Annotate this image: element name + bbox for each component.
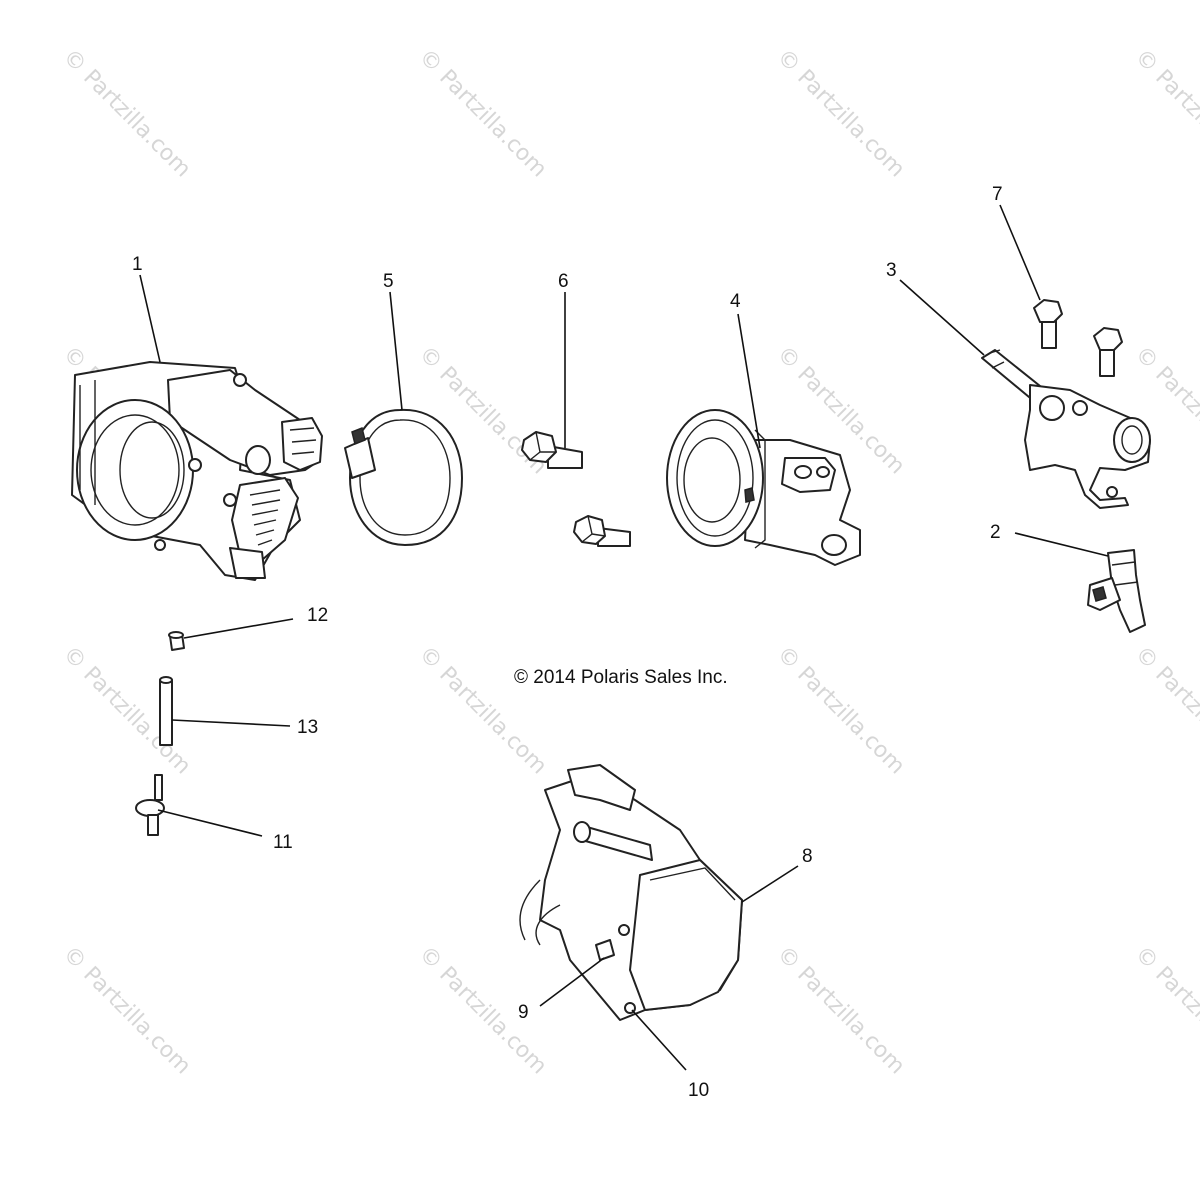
leader-line	[741, 865, 799, 903]
watermark: © Partzilla.com	[58, 45, 196, 183]
watermark: © Partzilla.com	[1130, 942, 1200, 1080]
fuel-rail-part	[981, 349, 1151, 509]
callout-4: 4	[730, 291, 741, 312]
callout-10: 10	[688, 1080, 709, 1101]
callout-13: 13	[297, 717, 318, 738]
leader-line	[737, 313, 761, 449]
bolt-part	[521, 431, 583, 469]
watermark: © Partzilla.com	[58, 642, 196, 780]
callout-7: 7	[992, 184, 1003, 205]
leader-line	[139, 274, 161, 363]
leader-line	[899, 279, 985, 356]
callout-5: 5	[383, 271, 394, 292]
leader-line	[999, 204, 1041, 301]
watermark: © Partzilla.com	[772, 942, 910, 1080]
bolt-part	[573, 515, 631, 547]
fuel-injector-part	[1087, 549, 1146, 633]
copyright-notice: © 2014 Polaris Sales Inc.	[514, 667, 728, 688]
leader-line	[183, 618, 294, 639]
bolt-part	[1093, 327, 1123, 377]
callout-9: 9	[518, 1002, 529, 1023]
leader-lines	[139, 204, 1109, 1071]
watermark: © Partzilla.com	[58, 942, 196, 1080]
callout-6: 6	[558, 271, 569, 292]
callout-1: 1	[132, 254, 143, 275]
grommet-part	[135, 774, 165, 836]
watermark: © Partzilla.com	[772, 642, 910, 780]
watermark: © Partzilla.com	[414, 45, 552, 183]
callout-labels: 1 2 3 4 5 6 7 8 9 10 11 12 13	[132, 184, 1003, 1101]
callout-3: 3	[886, 260, 897, 281]
callout-8: 8	[802, 846, 813, 867]
leader-line	[157, 809, 263, 837]
watermark: © Partzilla.com	[772, 45, 910, 183]
watermark: © Partzilla.com	[1130, 45, 1200, 183]
leader-line	[631, 1009, 687, 1071]
pin-part	[159, 676, 173, 746]
bolt-part	[1033, 299, 1063, 349]
leader-line	[1014, 532, 1109, 557]
watermark: © Partzilla.com	[414, 642, 552, 780]
clamp-part	[344, 408, 463, 546]
throttle-body-part	[71, 361, 323, 581]
leader-line	[389, 291, 403, 411]
watermark: © Partzilla.com	[414, 942, 552, 1080]
callout-2: 2	[990, 522, 1001, 543]
leader-line	[171, 719, 291, 727]
callout-11: 11	[273, 832, 293, 853]
watermark: © Partzilla.com	[1130, 642, 1200, 780]
intake-adapter-part	[666, 409, 861, 566]
cap-part	[168, 631, 185, 651]
actuator-part	[519, 764, 743, 1021]
leader-line	[539, 957, 605, 1007]
callout-12: 12	[307, 605, 328, 626]
